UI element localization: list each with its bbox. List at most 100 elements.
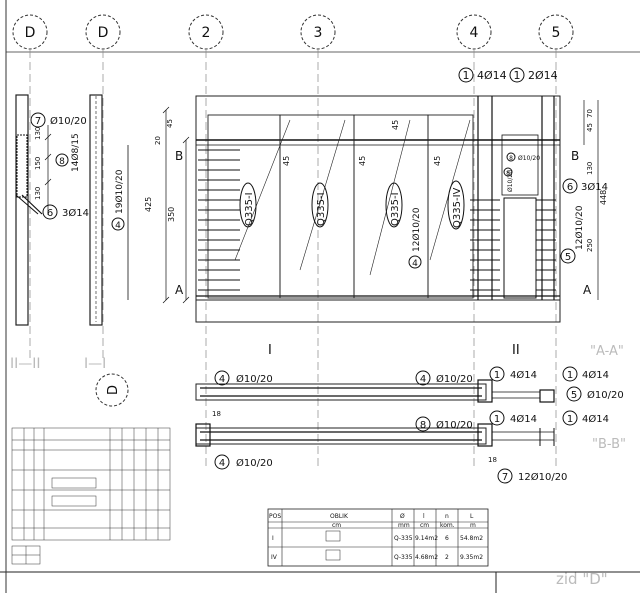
mesh-schedule-table: POS OBLIK Ø l n L cm mm cm kom. m I Q-33… xyxy=(267,508,489,567)
bar-spec: 19Ø10/20 xyxy=(114,169,125,214)
dimension-label: 448 xyxy=(599,190,608,205)
axis-label: 3 xyxy=(314,25,323,41)
bar-spec: 2Ø14 xyxy=(528,69,558,82)
position-number: 8 xyxy=(506,170,510,177)
position-number: 1 xyxy=(567,370,573,381)
table-cell: Q-335 xyxy=(394,554,413,561)
wall-title: zid "D" xyxy=(556,570,608,588)
table-cell: 4.68m2 xyxy=(415,554,438,561)
bar-spec: 12Ø10/20 xyxy=(411,207,422,252)
table-cell: 9.35m2 xyxy=(460,554,483,561)
axis-marker-d2: D xyxy=(85,14,121,50)
axis-markers: D D 2 3 4 5 xyxy=(12,14,574,50)
position-number: 8 xyxy=(420,420,426,431)
bar-spec: Ø10/20 xyxy=(518,155,540,162)
table-unit: cm xyxy=(332,522,341,529)
mesh-panel-label: Q335-I xyxy=(316,192,327,226)
bar-spec: 4Ø14 xyxy=(582,369,609,381)
axis-label: 4 xyxy=(470,25,479,41)
table-cell: 6 xyxy=(445,535,449,542)
wall-elevation: Q335-I Q335-I Q335-I Q335-IV 45 45 45 45… xyxy=(144,95,592,358)
axis-label: 5 xyxy=(552,25,561,41)
section-title: I—I xyxy=(84,356,106,372)
mesh-panel-label: Q335-IV xyxy=(452,187,463,228)
axis-label: D xyxy=(98,25,109,41)
bar-spec: 4Ø14 xyxy=(510,369,537,381)
dimension-label: 130 xyxy=(34,127,42,140)
level-marker-b: B xyxy=(571,149,579,163)
position-number: 6 xyxy=(47,208,53,219)
bar-spec: Ø10/20 xyxy=(236,457,273,469)
dimension-label: 18 xyxy=(212,410,221,418)
bar-spec: Ø10/20 xyxy=(587,389,624,401)
bar-spec: Ø10/20 xyxy=(236,373,273,385)
plan-section-aa: 4 Ø10/20 4 Ø10/20 1 4Ø14 1 4Ø14 5 Ø10/20… xyxy=(95,344,624,407)
axis-marker-4: 4 xyxy=(456,14,492,50)
position-number: 4 xyxy=(219,374,225,385)
bar-spec: 4Ø14 xyxy=(477,69,507,82)
position-number: 7 xyxy=(502,472,508,483)
bar-spec: Ø10/20 xyxy=(436,373,473,385)
dimension-label: 130 xyxy=(34,187,42,200)
mesh-panel-label: Q335-I xyxy=(390,192,401,226)
bending-schedule-thumbnail xyxy=(11,427,171,565)
table-row: IV Q-335 4.68m2 2 9.35m2 xyxy=(271,549,483,561)
bar-spec: Ø10/20 xyxy=(436,419,473,431)
position-number: 4 xyxy=(115,221,121,231)
axis-label: 2 xyxy=(202,25,211,41)
table-header: l xyxy=(423,513,425,520)
bar-spec: 12Ø10/20 xyxy=(518,471,567,483)
position-number: 1 xyxy=(567,414,573,425)
table-cell: 9.14m2 xyxy=(415,535,438,542)
bar-spec: 3Ø14 xyxy=(62,207,89,219)
dimension-label: 20 xyxy=(154,136,162,145)
bar-spec: Ø10/20 xyxy=(50,115,87,127)
axis-marker-3: 3 xyxy=(300,14,336,50)
bar-spec: 12Ø10/20 xyxy=(574,205,585,250)
section-detail-I: 4 19Ø10/20 I—I xyxy=(84,94,129,372)
table-unit: m xyxy=(470,522,476,529)
position-number: 1 xyxy=(514,69,521,82)
section-title: "A-A" xyxy=(590,344,624,359)
position-number: 4 xyxy=(219,458,225,469)
position-number: 1 xyxy=(494,414,500,425)
bar-spec: 4Ø14 xyxy=(510,413,537,425)
axis-label: D xyxy=(106,385,121,395)
table-unit: cm xyxy=(420,522,429,529)
table-cell: Q-335 xyxy=(394,535,413,542)
dimension-label: 150 xyxy=(34,157,42,170)
dimension-label: 45 xyxy=(358,156,367,166)
dimension-label: 250 xyxy=(586,239,594,252)
mesh-panel-label: Q335-I xyxy=(244,192,255,226)
dimension-label: 45 xyxy=(166,119,174,128)
position-number: 4 xyxy=(412,259,418,269)
dimension-label: 45 xyxy=(433,156,442,166)
bar-spec: Ø10/20 xyxy=(507,170,514,192)
top-bar-labels: 1 4Ø14 1 2Ø14 xyxy=(458,67,558,83)
axis-marker-2: 2 xyxy=(188,14,224,50)
table-cell: IV xyxy=(271,554,278,561)
table-cell: 2 xyxy=(445,554,449,561)
position-number: 8 xyxy=(59,157,65,167)
position-number: 5 xyxy=(571,390,577,401)
dimension-label: 70 xyxy=(586,109,594,118)
section-detail-II: 130 150 130 7 Ø10/20 8 14Ø8/15 6 3Ø14 II… xyxy=(10,94,89,372)
table-cell: 54.8m2 xyxy=(460,535,483,542)
table-header: n xyxy=(445,513,449,520)
axis-label: D xyxy=(25,25,36,41)
table-unit: kom. xyxy=(440,522,455,529)
dimension-label: 350 xyxy=(167,207,176,222)
position-number: 6 xyxy=(567,182,573,193)
level-marker-a: A xyxy=(583,283,592,297)
position-number: 8 xyxy=(509,155,513,162)
level-marker-b: B xyxy=(175,149,183,163)
position-number: 1 xyxy=(463,69,470,82)
table-header: L xyxy=(470,513,474,520)
dimension-label: 425 xyxy=(144,197,153,212)
position-number: 7 xyxy=(35,116,41,127)
cut-marker: II xyxy=(512,343,520,358)
table-row: I Q-335 9.14m2 6 54.8m2 xyxy=(272,530,483,542)
dimension-label: 45 xyxy=(282,156,291,166)
dimension-label: 18 xyxy=(488,456,497,464)
